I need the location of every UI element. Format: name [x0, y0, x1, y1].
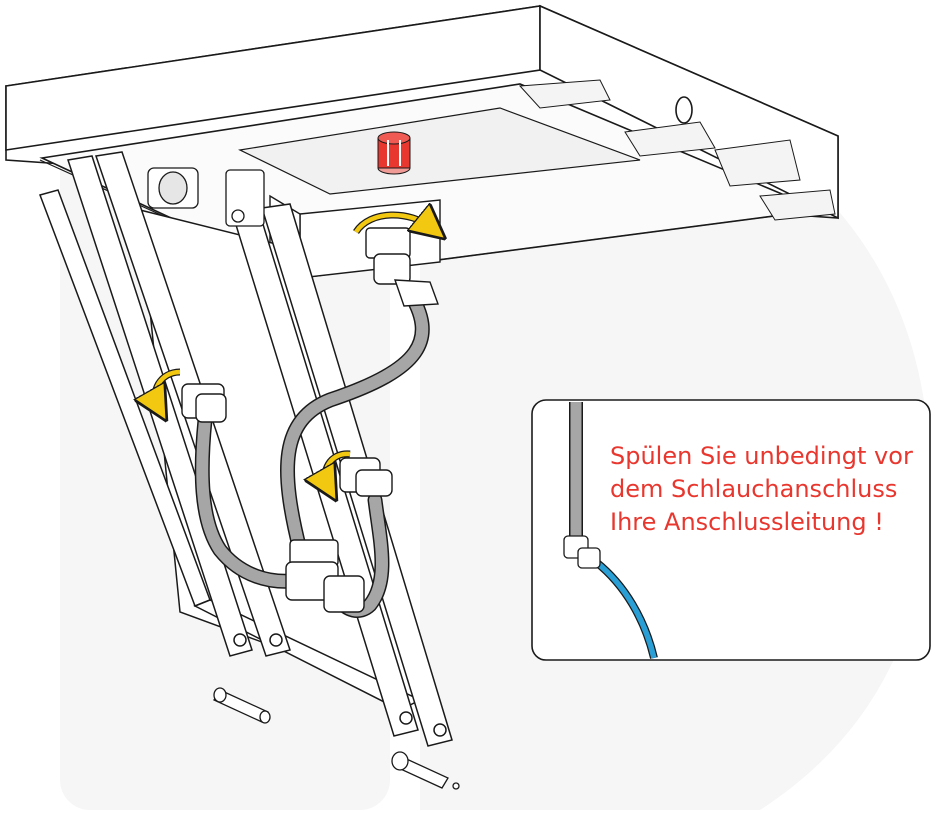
- warning-message: Spülen Sie unbedingt vor dem Schlauchans…: [610, 440, 930, 539]
- hose-connectors: [181, 227, 439, 613]
- warning-line-3: Ihre Anschlussleitung !: [610, 508, 884, 536]
- red-cap-icon: [377, 131, 411, 175]
- rotation-arrow-icon: [155, 215, 432, 486]
- callout-box: [531, 399, 931, 661]
- warning-line-2: dem Schlauchanschluss: [610, 475, 898, 503]
- mounting-pins: [213, 687, 460, 790]
- warning-line-1: Spülen Sie unbedingt vor: [610, 442, 913, 470]
- top-fittings: [147, 167, 265, 227]
